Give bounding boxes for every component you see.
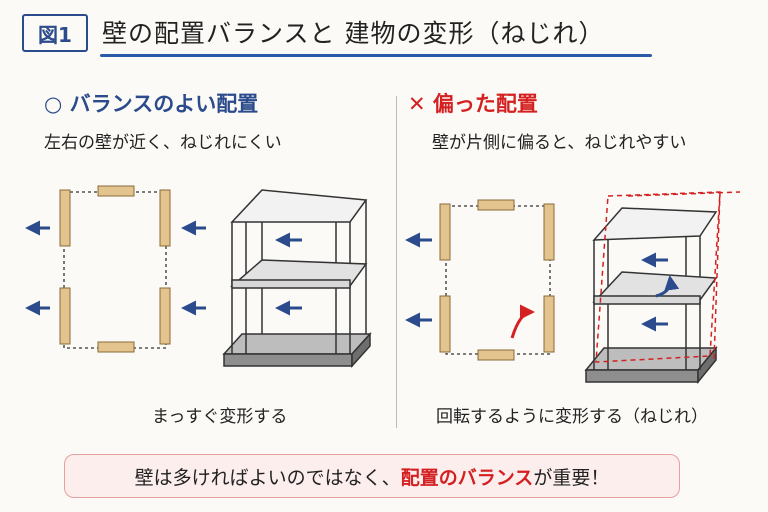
right-caption: 回転するように変形する（ねじれ）	[436, 407, 708, 427]
figure-badge: 図1	[22, 14, 88, 52]
arrow-left-icon	[25, 220, 206, 316]
section-divider	[396, 96, 397, 428]
page-title: 壁の配置バランスと 建物の変形（ねじれ）	[102, 19, 605, 48]
right-heading: ✕ 偏った配置	[408, 92, 538, 116]
conclusion-highlight: 配置のバランス	[400, 466, 534, 489]
left-building	[222, 189, 372, 368]
left-heading: ○ バランスのよい配置	[44, 92, 259, 116]
right-building	[584, 207, 718, 385]
conclusion-prefix: 壁は多ければよいのではなく、	[134, 466, 401, 489]
title-underline	[100, 54, 652, 57]
left-floor-plan	[59, 185, 171, 353]
arrow-left-icon	[275, 232, 302, 316]
arrow-left-icon	[641, 252, 668, 332]
twist-outline	[595, 191, 741, 363]
left-caption: まっすぐ変形する	[152, 407, 288, 427]
arrow-left-icon	[405, 232, 432, 328]
left-subtitle: 左右の壁が近く、ねじれにくい	[44, 133, 282, 153]
conclusion-suffix: が重要！	[533, 466, 610, 489]
right-subtitle: 壁が片側に偏ると、ねじれやすい	[432, 133, 687, 153]
rotate-arrow-icon	[655, 275, 680, 298]
conclusion-box: 壁は多ければよいのではなく、 配置のバランス が重要！	[64, 454, 680, 498]
rotate-arrow-icon	[510, 304, 535, 339]
right-floor-plan	[439, 199, 555, 361]
